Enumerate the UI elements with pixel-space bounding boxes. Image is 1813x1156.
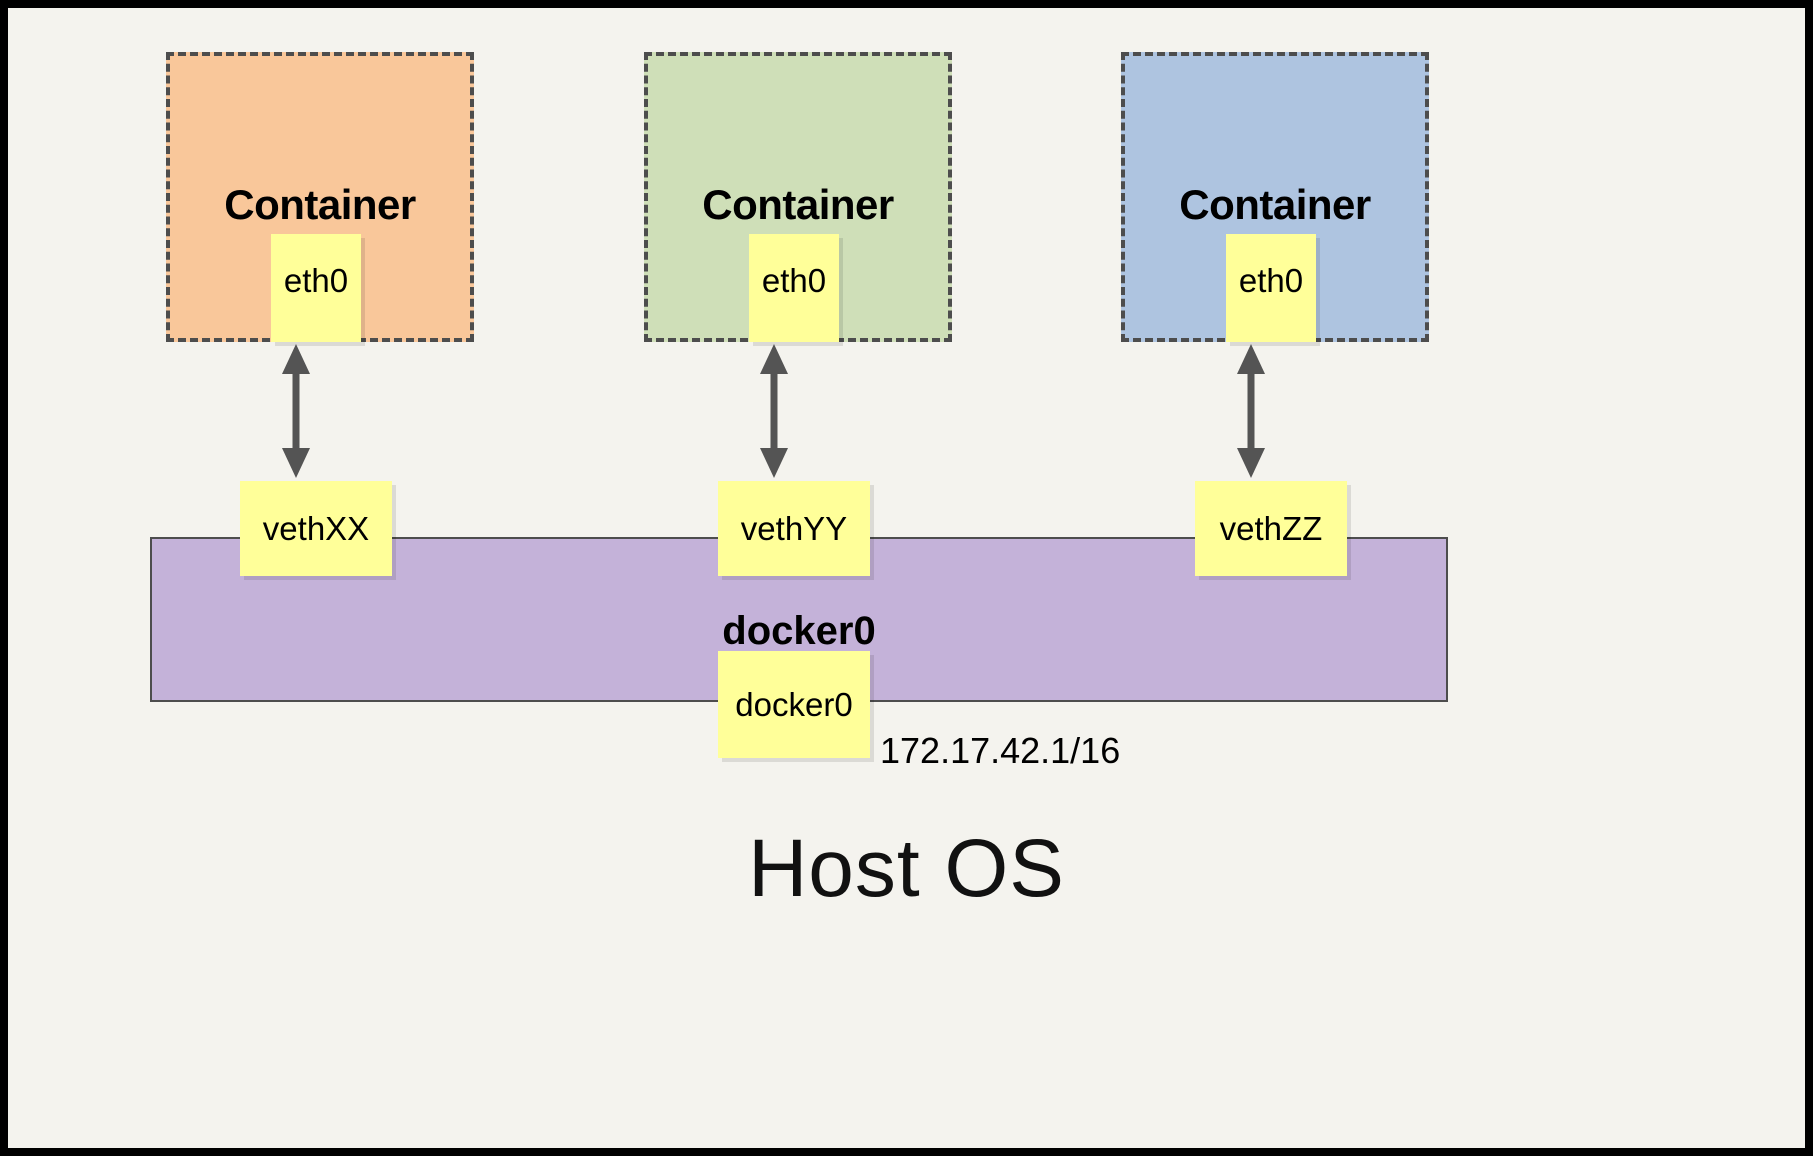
docker0-ip-address: 172.17.42.1/16 — [880, 730, 1121, 771]
veth-link-arrow-3 — [1237, 344, 1265, 478]
docker0-bridge-label: docker0 — [722, 609, 876, 653]
veth-label-1: vethXX — [262, 510, 370, 547]
veth-box-2: vethYY — [718, 481, 870, 576]
veth-box-3: vethZZ — [1195, 481, 1347, 576]
eth0-label-2: eth0 — [761, 262, 827, 299]
veth-label-2: vethYY — [740, 510, 848, 547]
eth0-label-1: eth0 — [283, 262, 349, 299]
veth-link-arrow-2 — [760, 344, 788, 478]
container-title-1: Container — [224, 181, 416, 228]
veth-label-3: vethZZ — [1219, 510, 1323, 547]
eth0-interface-1: eth0 — [271, 234, 361, 342]
eth0-interface-2: eth0 — [749, 234, 839, 342]
host-os-title: Host OS — [748, 823, 1065, 914]
veth-box-1: vethXX — [240, 481, 392, 576]
container-title-3: Container — [1179, 181, 1371, 228]
veth-link-arrow-1 — [282, 344, 310, 478]
eth0-interface-3: eth0 — [1226, 234, 1316, 342]
diagram-frame: Container eth0 Container eth0 Container … — [8, 8, 1805, 1148]
docker0-port-box: docker0 — [718, 651, 870, 758]
container-title-2: Container — [702, 181, 894, 228]
eth0-label-3: eth0 — [1238, 262, 1304, 299]
docker0-port-label: docker0 — [735, 686, 853, 723]
